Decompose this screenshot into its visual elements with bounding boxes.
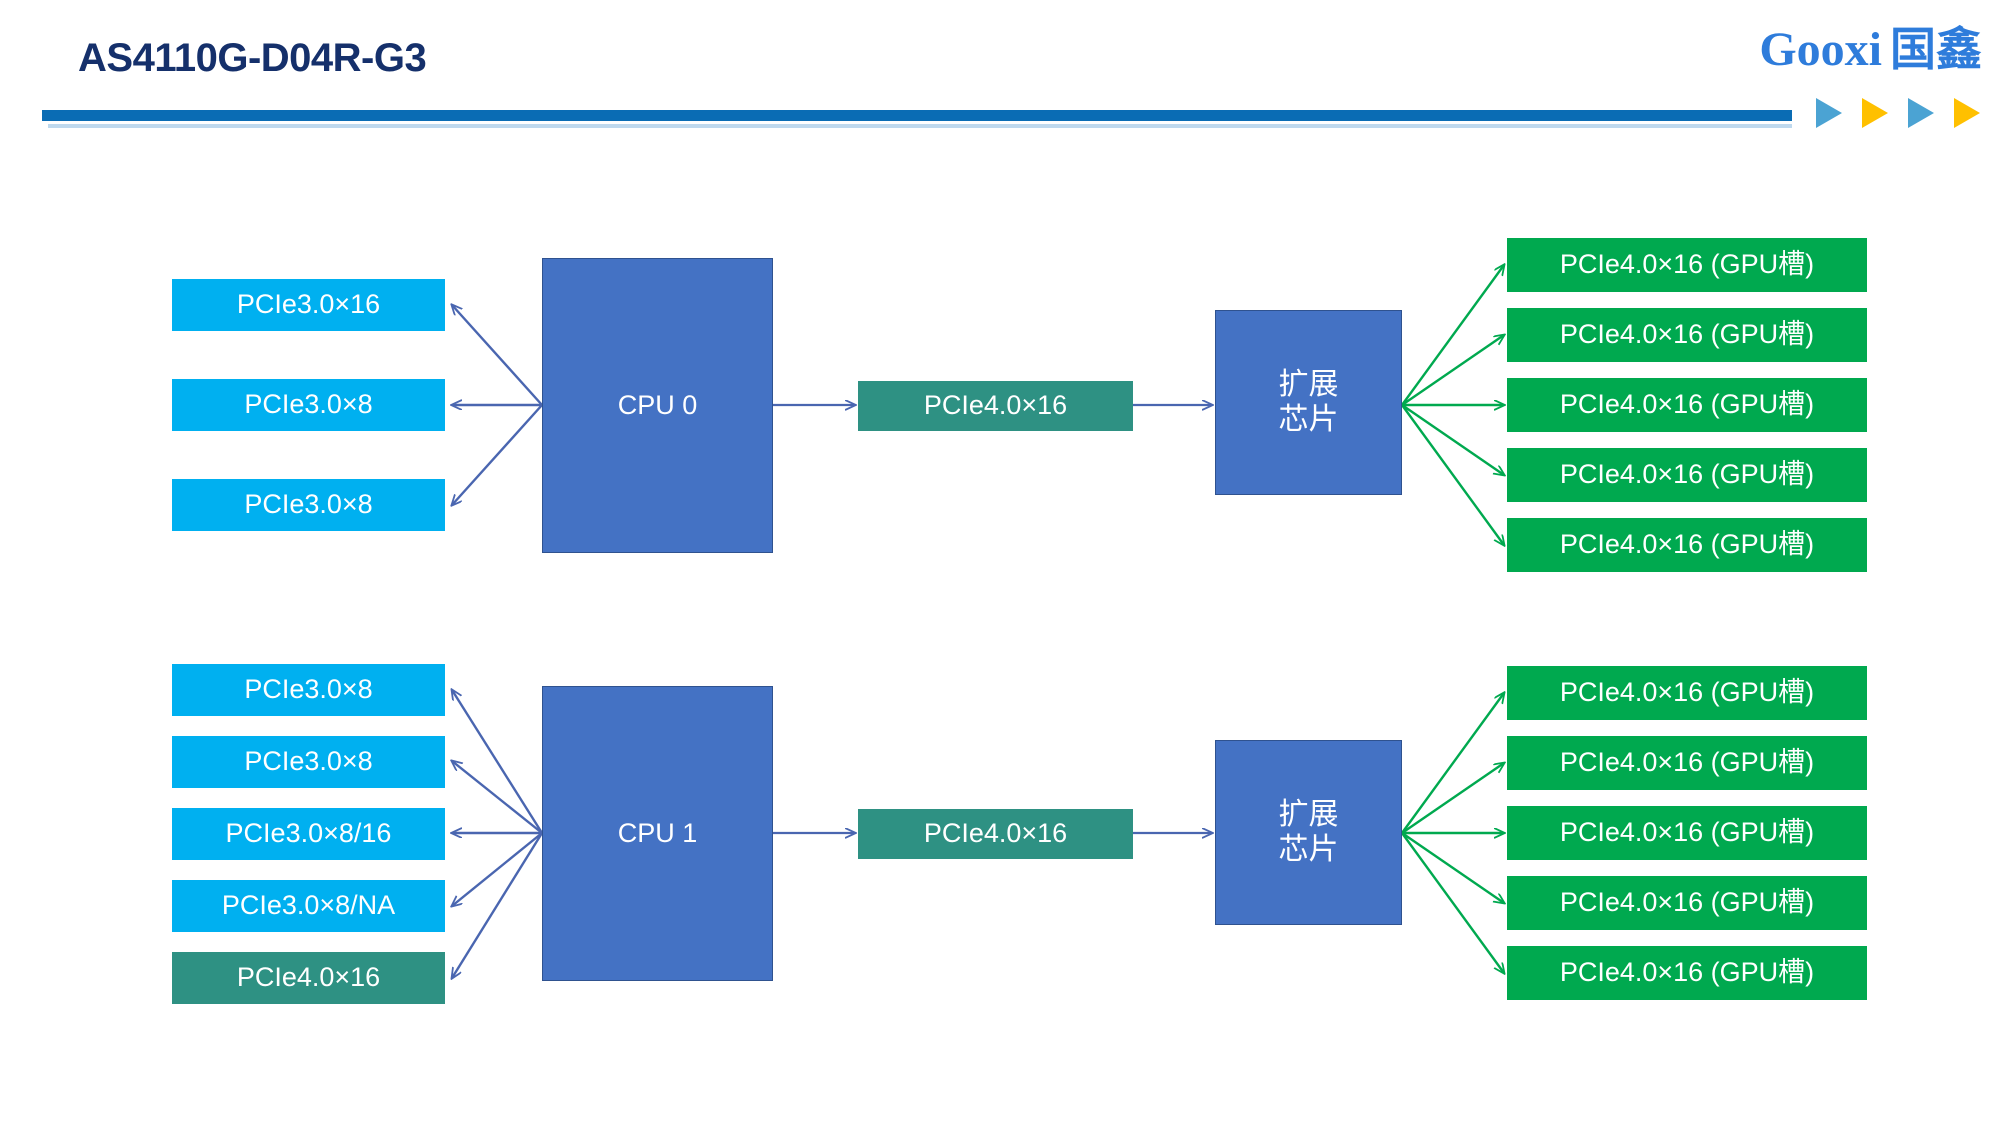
cpu1-gpu-slot-4[interactable]: PCIe4.0×16 (GPU槽): [1507, 876, 1867, 930]
header-rule: [42, 110, 1792, 121]
expansion-chip-line1: 扩展: [1278, 798, 1339, 831]
slot-label: PCIe3.0×8: [244, 746, 373, 777]
gpu-slot-label: PCIe4.0×16 (GPU槽): [1559, 389, 1815, 420]
cpu1-expansion-chip[interactable]: 扩展 芯片: [1215, 740, 1402, 925]
slot-label: PCIe3.0×8: [244, 389, 373, 420]
gpu-slot-label: PCIe4.0×16 (GPU槽): [1559, 459, 1815, 490]
cpu0-left-slot-1[interactable]: PCIe3.0×16: [172, 279, 445, 331]
cpu1-label: CPU 1: [617, 817, 698, 848]
cpu0-gpu-slot-1[interactable]: PCIe4.0×16 (GPU槽): [1507, 238, 1867, 292]
cpu1-left-slot-1[interactable]: PCIe3.0×8: [172, 664, 445, 716]
cpu0-expansion-chip[interactable]: 扩展 芯片: [1215, 310, 1402, 495]
cpu1-left-slot-2[interactable]: PCIe3.0×8: [172, 736, 445, 788]
gpu-slot-label: PCIe4.0×16 (GPU槽): [1559, 249, 1815, 280]
cpu1-uplink-block[interactable]: PCIe4.0×16: [858, 809, 1133, 859]
triangle-1-icon: [1816, 98, 1842, 128]
brand-chinese-text: 国鑫: [1890, 22, 1982, 76]
page-title: AS4110G-D04R-G3: [78, 36, 427, 80]
triangle-4-icon: [1954, 98, 1980, 128]
cpu0-gpu-slot-4[interactable]: PCIe4.0×16 (GPU槽): [1507, 448, 1867, 502]
cpu1-left-slot-4[interactable]: PCIe3.0×8/NA: [172, 880, 445, 932]
cpu1-gpu-slot-3[interactable]: PCIe4.0×16 (GPU槽): [1507, 806, 1867, 860]
triangle-accent-group: [1816, 98, 2004, 132]
cpu0-label: CPU 0: [617, 389, 698, 420]
slot-label: PCIe3.0×8: [244, 489, 373, 520]
slot-label: PCIe3.0×8/NA: [221, 890, 396, 921]
triangle-3-icon: [1908, 98, 1934, 128]
expansion-chip-line1: 扩展: [1278, 368, 1339, 401]
cpu1-block[interactable]: CPU 1: [542, 686, 773, 981]
gpu-slot-label: PCIe4.0×16 (GPU槽): [1559, 817, 1815, 848]
slot-label: PCIe3.0×8: [244, 674, 373, 705]
cpu1-gpu-slot-5[interactable]: PCIe4.0×16 (GPU槽): [1507, 946, 1867, 1000]
slot-label: PCIe3.0×8/16: [225, 818, 392, 849]
gpu-slot-label: PCIe4.0×16 (GPU槽): [1559, 957, 1815, 988]
cpu0-gpu-slot-3[interactable]: PCIe4.0×16 (GPU槽): [1507, 378, 1867, 432]
cpu1-gpu-slot-1[interactable]: PCIe4.0×16 (GPU槽): [1507, 666, 1867, 720]
slot-label: PCIe3.0×16: [236, 289, 381, 320]
expansion-chip-label: 扩展 芯片: [1279, 368, 1339, 437]
gpu-slot-label: PCIe4.0×16 (GPU槽): [1559, 747, 1815, 778]
expansion-chip-label: 扩展 芯片: [1279, 798, 1339, 867]
cpu1-left-slot-5[interactable]: PCIe4.0×16: [172, 952, 445, 1004]
uplink-label: PCIe4.0×16: [923, 818, 1068, 849]
expansion-chip-line2: 芯片: [1278, 832, 1339, 866]
cpu1-left-slot-3[interactable]: PCIe3.0×8/16: [172, 808, 445, 860]
cpu0-uplink-block[interactable]: PCIe4.0×16: [858, 381, 1133, 431]
cpu0-left-slot-3[interactable]: PCIe3.0×8: [172, 479, 445, 531]
triangle-2-icon: [1862, 98, 1888, 128]
header-rule-secondary: [48, 124, 1792, 128]
gpu-slot-label: PCIe4.0×16 (GPU槽): [1559, 529, 1815, 560]
expansion-chip-line2: 芯片: [1278, 402, 1339, 436]
uplink-label: PCIe4.0×16: [923, 390, 1068, 421]
gpu-slot-label: PCIe4.0×16 (GPU槽): [1559, 319, 1815, 350]
cpu0-gpu-slot-2[interactable]: PCIe4.0×16 (GPU槽): [1507, 308, 1867, 362]
cpu0-left-slot-2[interactable]: PCIe3.0×8: [172, 379, 445, 431]
cpu0-block[interactable]: CPU 0: [542, 258, 773, 553]
gpu-slot-label: PCIe4.0×16 (GPU槽): [1559, 677, 1815, 708]
brand-latin-text: Gooxi: [1759, 23, 1882, 76]
cpu1-gpu-slot-2[interactable]: PCIe4.0×16 (GPU槽): [1507, 736, 1867, 790]
cpu0-gpu-slot-5[interactable]: PCIe4.0×16 (GPU槽): [1507, 518, 1867, 572]
gpu-slot-label: PCIe4.0×16 (GPU槽): [1559, 887, 1815, 918]
slot-label: PCIe4.0×16: [236, 962, 381, 993]
